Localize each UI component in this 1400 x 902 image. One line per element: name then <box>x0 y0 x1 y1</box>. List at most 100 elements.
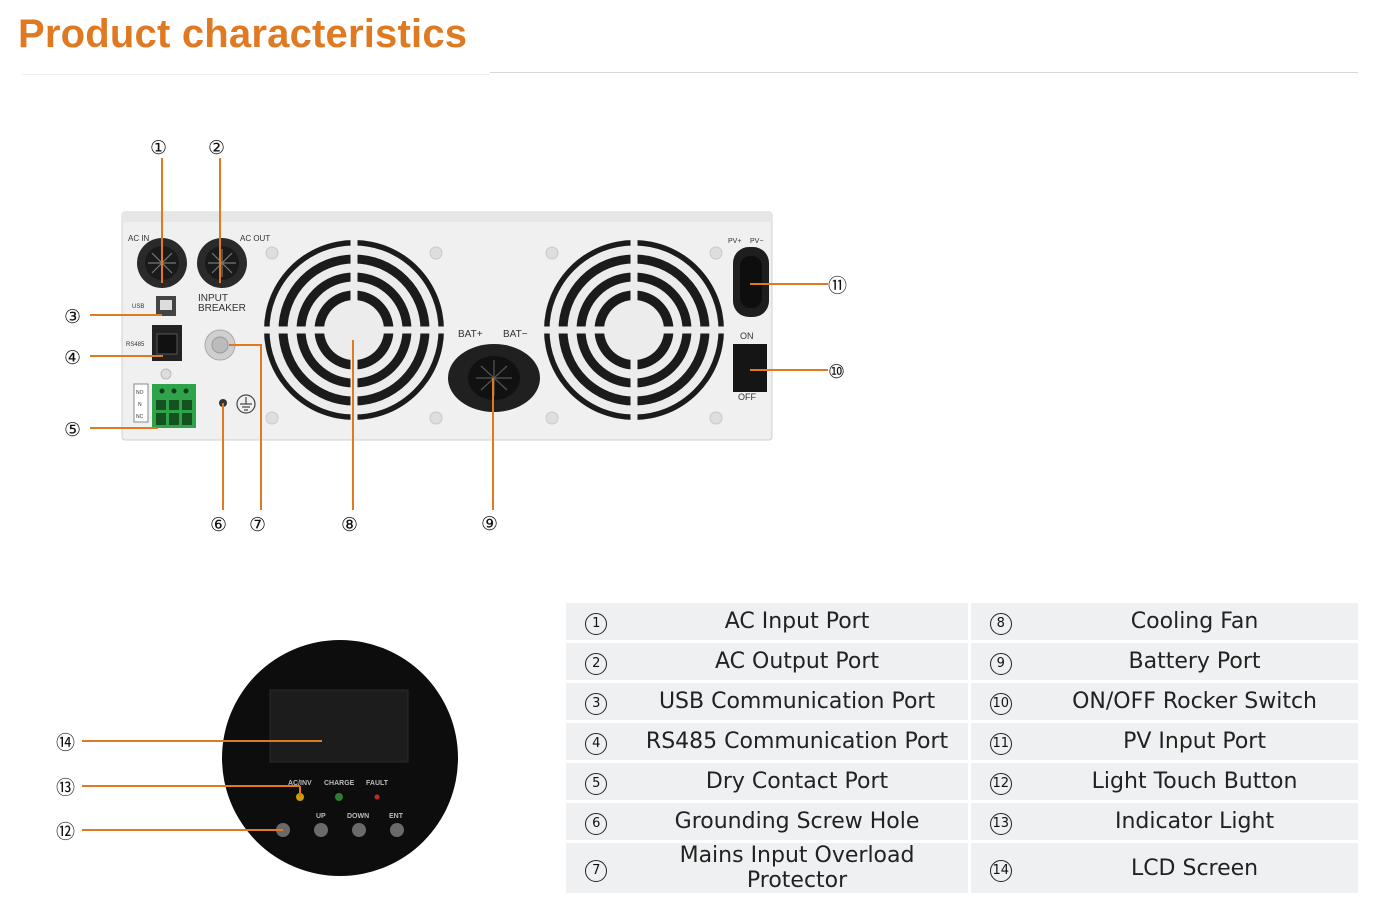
legend-left-number: 3 <box>585 693 608 715</box>
legend-right-number: 8 <box>989 613 1012 635</box>
legend-left-number: 4 <box>585 733 608 755</box>
legend-right-number: 9 <box>989 653 1012 675</box>
legend-left-label-cell: USB Communication Port <box>626 683 968 720</box>
legend-left-number-cell: 6 <box>566 803 627 840</box>
title-underline <box>22 74 490 75</box>
legend-right-label-cell: Cooling Fan <box>1031 603 1358 640</box>
dry-n-label: N <box>138 402 142 408</box>
legend-right-label: Indicator Light <box>1114 809 1275 834</box>
legend-left-label-cell: Dry Contact Port <box>626 763 968 800</box>
legend-right-number-cell: 9 <box>970 643 1032 680</box>
legend-gap-cell <box>967 603 971 640</box>
callout-12: ⑫ <box>56 821 75 843</box>
legend-gap-cell <box>967 803 971 840</box>
legend-gap-cell <box>967 843 971 893</box>
legend-left-number: 1 <box>585 613 608 635</box>
legend-right-label-cell: Battery Port <box>1031 643 1358 680</box>
legend-right-label-cell: PV Input Port <box>1031 723 1358 760</box>
legend-right-label-cell: Light Touch Button <box>1031 763 1358 800</box>
legend-left-label: RS485 Communication Port <box>645 729 949 754</box>
up-touch-button <box>314 823 328 837</box>
legend-left-label: AC Output Port <box>715 649 880 674</box>
lcd-screen <box>269 689 409 763</box>
legend-gap-cell <box>967 683 971 720</box>
legend-right-number: 13 <box>989 813 1012 835</box>
legend-right-number-cell: 13 <box>970 803 1032 840</box>
dry-no-label: NO <box>136 390 144 396</box>
legend-right-label: Cooling Fan <box>1130 609 1259 634</box>
title-divider <box>490 72 1358 73</box>
legend-left-number-cell: 2 <box>566 643 627 680</box>
legend-right-number: 11 <box>989 733 1012 755</box>
legend-right-number: 12 <box>989 773 1012 795</box>
legend-left-number-cell: 3 <box>566 683 627 720</box>
legend-left-number-cell: 4 <box>566 723 627 760</box>
ac-in-label: AC IN <box>128 234 150 243</box>
legend-row: 2 AC Output Port 9 Battery Port <box>566 643 1358 680</box>
ac-inv-label: AC/INV <box>288 780 312 787</box>
legend-right-number-cell: 8 <box>970 603 1032 640</box>
legend-gap-cell <box>967 643 971 680</box>
legend-row: 5 Dry Contact Port 12 Light Touch Button <box>566 763 1358 800</box>
ent-touch-button <box>390 823 404 837</box>
down-touch-button <box>352 823 366 837</box>
ground-icon <box>236 394 256 414</box>
legend-row: 6 Grounding Screw Hole 13 Indicator Light <box>566 803 1358 840</box>
legend-gap-cell <box>967 723 971 760</box>
legend-right-number: 10 <box>989 693 1012 715</box>
legend-left-number: 5 <box>585 773 608 795</box>
cooling-fan-left <box>264 240 444 420</box>
legend-right-label-cell: LCD Screen <box>1031 843 1358 893</box>
dry-nc-label: NC <box>136 414 144 420</box>
pv-plus-label: PV+ <box>728 238 741 245</box>
legend-left-label: Dry Contact Port <box>705 769 889 794</box>
legend-right-number-cell: 11 <box>970 723 1032 760</box>
legend-left-label-cell: Grounding Screw Hole <box>626 803 968 840</box>
legend-gap-cell <box>967 763 971 800</box>
rs485-label: RS485 <box>126 342 145 348</box>
page-title: Product characteristics <box>18 12 468 56</box>
legend-left-label-cell: AC Output Port <box>626 643 968 680</box>
legend-right-label: PV Input Port <box>1123 729 1266 754</box>
callout-7: ⑦ <box>249 514 266 536</box>
front-panel: AC/INV CHARGE FAULT UP DOWN ENT <box>222 640 458 876</box>
callout-6: ⑥ <box>210 514 227 536</box>
input-breaker-label-1: INPUT <box>198 293 228 304</box>
callout-2: ② <box>208 137 225 159</box>
callout-10: ⑩ <box>828 361 845 383</box>
legend-left-label-cell: Mains Input Overload Protector <box>626 843 968 893</box>
legend-left-label-cell: AC Input Port <box>626 603 968 640</box>
charge-indicator-light <box>335 793 343 801</box>
charge-label: CHARGE <box>324 780 355 787</box>
legend-left-label: USB Communication Port <box>658 689 936 714</box>
ac-output-port <box>197 238 247 288</box>
down-label: DOWN <box>347 813 369 820</box>
ent-label: ENT <box>389 813 404 820</box>
legend-right-label: ON/OFF Rocker Switch <box>1072 689 1317 714</box>
rear-panel: AC IN AC OUT USB RS485 NO N NC <box>121 211 773 441</box>
legend-right-number-cell: 10 <box>970 683 1032 720</box>
on-off-rocker-switch <box>733 344 767 392</box>
ac-out-label: AC OUT <box>240 234 270 243</box>
legend-left-number-cell: 1 <box>566 603 627 640</box>
legend-right-label: Battery Port <box>1128 649 1261 674</box>
legend-left-label: Grounding Screw Hole <box>674 809 920 834</box>
callout-3: ③ <box>64 306 81 328</box>
legend-left-label: Mains Input Overload Protector <box>679 843 915 893</box>
legend-right-label: Light Touch Button <box>1091 769 1298 794</box>
legend-right-number-cell: 12 <box>970 763 1032 800</box>
legend-table: 1 AC Input Port 8 Cooling Fan 2 AC Output Por… <box>566 600 1358 896</box>
legend-left-number: 6 <box>585 813 608 835</box>
legend-row: 4 RS485 Communication Port 11 PV Input Port <box>566 723 1358 760</box>
legend-right-label-cell: Indicator Light <box>1031 803 1358 840</box>
bat-plus-label: BAT+ <box>458 329 483 340</box>
legend-right-number: 14 <box>989 859 1012 882</box>
legend-row: 3 USB Communication Port 10 ON/OFF Rocker S… <box>566 683 1358 720</box>
off-label: OFF <box>738 392 756 402</box>
front-leader-lines <box>82 740 322 831</box>
callout-14: ⑭ <box>56 732 75 754</box>
callout-9: ⑨ <box>481 513 498 535</box>
pv-input-port <box>733 247 769 317</box>
